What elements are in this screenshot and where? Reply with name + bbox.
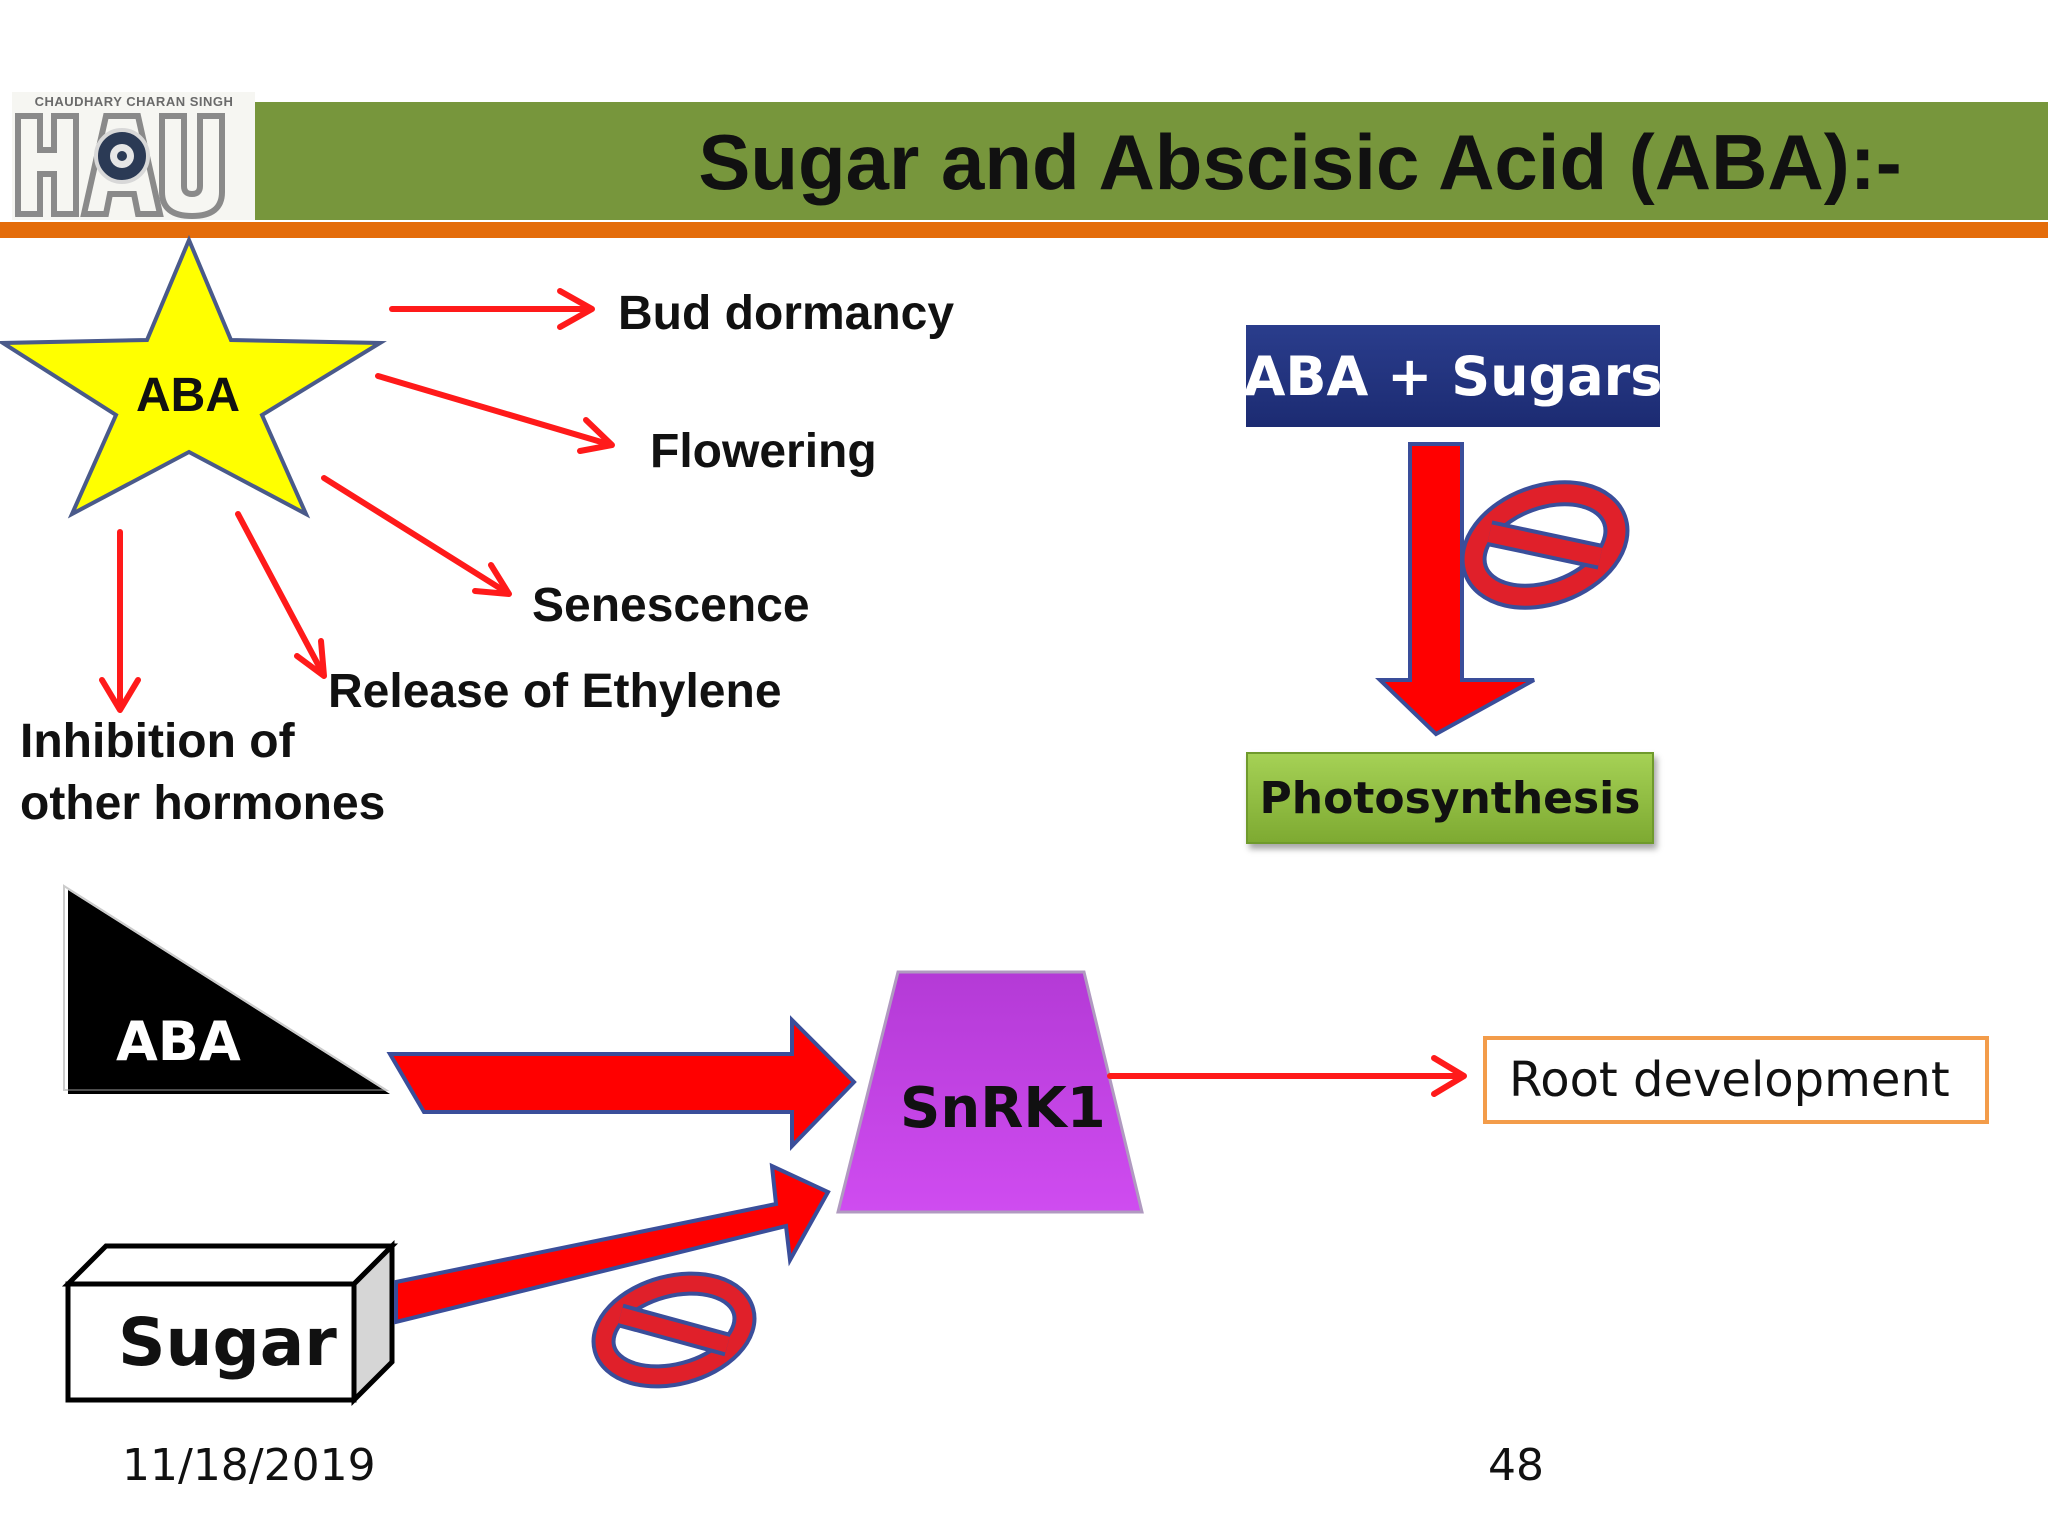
down-arrow-to-photosynthesis bbox=[1375, 442, 1535, 737]
aba-star-shape bbox=[0, 234, 387, 519]
effect-flowering: Flowering bbox=[650, 425, 877, 478]
aba-wedge-shape bbox=[68, 890, 390, 1094]
arrow-to-flowering bbox=[375, 373, 615, 454]
sugar-box-shape bbox=[61, 1239, 399, 1407]
root-development-box: Root development bbox=[1483, 1036, 1989, 1124]
aba-sugars-box: ABA + Sugars bbox=[1244, 325, 1662, 427]
effect-bud-dormancy: Bud dormancy bbox=[618, 287, 955, 340]
photosynthesis-box: Photosynthesis bbox=[1246, 752, 1654, 844]
slide-number: 48 bbox=[1488, 1440, 1544, 1491]
effect-inhibition-line1: Inhibition of bbox=[20, 715, 295, 768]
arrow-to-ethylene bbox=[235, 511, 327, 679]
title-bar bbox=[255, 102, 2048, 220]
effect-senescence: Senescence bbox=[532, 579, 810, 632]
prohibition-icon-sugar bbox=[591, 1271, 757, 1389]
snrk1-label: SnRK1 bbox=[900, 1076, 1106, 1141]
prohibition-icon bbox=[1460, 480, 1630, 610]
logo-caption: CHAUDHARY CHARAN SINGH bbox=[34, 94, 234, 109]
aba-wedge-label: ABA bbox=[116, 1010, 241, 1073]
arrow-sugar-to-snrk1 bbox=[394, 1162, 831, 1325]
effect-inhibition: Inhibition of other hormones bbox=[20, 711, 385, 835]
arrow-to-senescence bbox=[321, 475, 512, 597]
arrow-to-root-development bbox=[1107, 1055, 1467, 1097]
university-logo: CHAUDHARY CHARAN SINGH bbox=[12, 92, 255, 220]
star-label: ABA bbox=[136, 369, 240, 422]
arrow-aba-to-snrk1 bbox=[386, 1015, 857, 1151]
effect-inhibition-line2: other hormones bbox=[20, 777, 386, 830]
effect-ethylene: Release of Ethylene bbox=[328, 665, 782, 718]
arrow-to-bud-dormancy bbox=[389, 288, 595, 330]
snrk1-shape bbox=[836, 970, 1144, 1214]
arrow-to-inhibition bbox=[99, 529, 141, 713]
slide-title: Sugar and Abscisic Acid (ABA):- bbox=[698, 118, 1902, 206]
title-underline bbox=[0, 222, 2048, 238]
sugar-box-label: Sugar bbox=[118, 1304, 337, 1381]
slide-date: 11/18/2019 bbox=[122, 1440, 376, 1491]
